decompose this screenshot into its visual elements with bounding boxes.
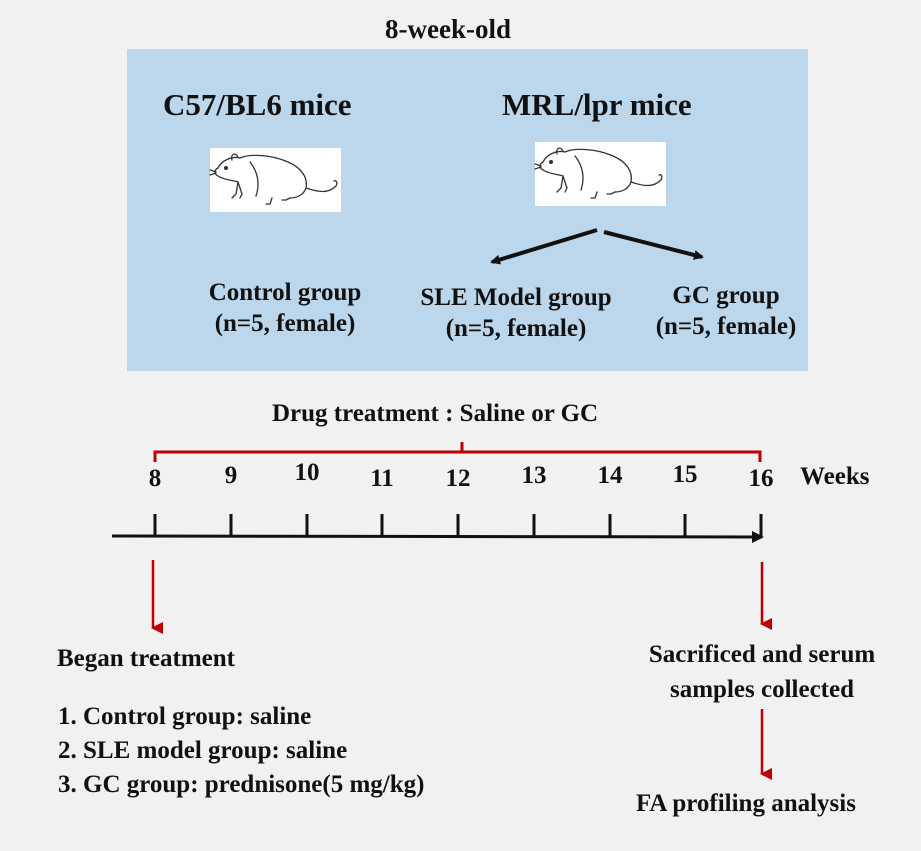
week-label: 11 bbox=[370, 465, 394, 492]
list-item: 1. Control group: saline bbox=[58, 703, 312, 730]
week-label: 8 bbox=[148, 465, 162, 492]
week-label: 14 bbox=[597, 462, 623, 489]
week-label: 13 bbox=[521, 462, 547, 489]
sle-group-label: SLE Model group (n=5, female) bbox=[400, 282, 632, 344]
gc-group-label: GC group (n=5, female) bbox=[640, 280, 812, 342]
mrl-mouse-image bbox=[534, 142, 666, 206]
week-label: 10 bbox=[294, 459, 320, 486]
weeks-unit-label: Weeks bbox=[800, 463, 870, 490]
start-title: Began treatment bbox=[57, 645, 235, 672]
arrow-to-sle bbox=[490, 228, 598, 265]
end-line1: Sacrificed and serum bbox=[648, 641, 876, 668]
age-title: 8-week-old bbox=[385, 14, 511, 44]
list-item: 2. SLE model group: saline bbox=[58, 737, 348, 764]
week-label: 16 bbox=[748, 465, 774, 492]
list-item: 3. GC group: prednisone(5 mg/kg) bbox=[58, 771, 425, 798]
control-group-label: Control group (n=5, female) bbox=[190, 277, 380, 339]
treatment-label: Drug treatment : Saline or GC bbox=[272, 400, 599, 427]
sle-group-detail: (n=5, female) bbox=[445, 315, 587, 342]
axis-ticks bbox=[153, 514, 763, 536]
treatment-bracket bbox=[153, 442, 762, 462]
week-label: 9 bbox=[224, 462, 238, 489]
start-list: 1. Control group: saline 2. SLE model gr… bbox=[58, 700, 424, 802]
mouse-icon bbox=[209, 153, 338, 205]
gc-group-name: GC group bbox=[672, 282, 780, 309]
week-label: 15 bbox=[672, 461, 698, 488]
arrow-to-gc bbox=[603, 230, 704, 260]
analysis-label: FA profiling analysis bbox=[636, 790, 856, 817]
mrl-label: MRL/lpr mice bbox=[502, 87, 692, 122]
c57-mouse-image bbox=[209, 148, 341, 212]
end-line2: samples collected bbox=[670, 676, 854, 703]
end-label: Sacrificed and serum samples collected bbox=[622, 637, 902, 707]
control-group-detail: (n=5, female) bbox=[214, 310, 356, 337]
sle-group-name: SLE Model group bbox=[420, 284, 612, 311]
gc-group-detail: (n=5, female) bbox=[655, 313, 797, 340]
control-group-name: Control group bbox=[208, 279, 362, 306]
mouse-icon bbox=[534, 147, 663, 199]
week-label: 12 bbox=[445, 465, 471, 492]
c57-label: C57/BL6 mice bbox=[163, 87, 352, 122]
time-axis bbox=[111, 530, 764, 543]
